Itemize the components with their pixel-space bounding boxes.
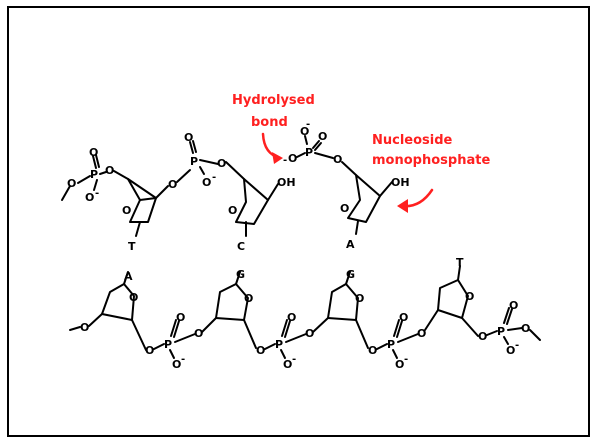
phosphorus-b3: P [387, 338, 395, 351]
bottom-strand: O O A O P O O - O O G O P O O - [69, 256, 541, 371]
annotation-hydrolysed-bond: Hydrolysed bond [232, 93, 315, 164]
phosphorus-b2: P [275, 338, 283, 351]
base-bottom-1: A [124, 270, 133, 283]
atom-o-minus-p2: O [202, 176, 211, 189]
base-top-2: C [237, 240, 245, 253]
annotation-nucleoside-line2: monophosphate [372, 153, 490, 168]
charge-p1: - [95, 188, 99, 199]
atom-o-ester-p2: O [217, 157, 226, 170]
atom-o-double-b4: O [509, 299, 518, 312]
ring-o-top-1: O [122, 204, 131, 217]
charge-p3: - [306, 119, 310, 130]
atom-o-minus-b1: O [172, 358, 181, 371]
hydroxyl-top-3: OH [391, 176, 410, 189]
atom-o-double-b3: O [399, 311, 408, 324]
atom-o-3prime-b4: O [417, 327, 426, 340]
annotation-nucleoside-monophosphate: Nucleoside monophosphate [372, 133, 490, 213]
top-strand: O P O O - O O T O P O O - O O [61, 119, 410, 253]
atom-o-ester-p1: O [105, 164, 114, 177]
phosphorus-b1: P [164, 338, 172, 351]
ring-o-bottom-1: O [129, 291, 138, 304]
base-bottom-2: G [236, 268, 245, 281]
atom-o-ester-p3: O [333, 153, 342, 166]
base-top-1: T [128, 240, 136, 253]
atom-o-minus-b4: O [506, 344, 515, 357]
atom-o-terminal-bottom-right: O [521, 322, 530, 335]
charge-b2: - [292, 354, 296, 365]
atom-o-ester-b1: O [145, 344, 154, 357]
atom-o-3prime-1: O [168, 178, 177, 191]
atom-o-minus-b3: O [395, 358, 404, 371]
hydroxyl-top-2: OH [277, 176, 296, 189]
base-bottom-4: T [456, 256, 464, 269]
annotation-hydrolysed-line2: bond [251, 115, 288, 130]
ring-o-bottom-2: O [244, 292, 253, 305]
atom-o-double-p3: O [318, 130, 327, 143]
charge-b3: - [404, 354, 408, 365]
annotation-nucleoside-line1: Nucleoside [372, 133, 453, 148]
atom-o-ester-b2: O [256, 344, 265, 357]
ring-o-bottom-3: O [355, 292, 364, 305]
atom-o-terminal-top: O [67, 177, 76, 190]
atom-o-terminal-bottom-left: O [80, 321, 89, 334]
diagram-frame [7, 6, 590, 437]
ring-o-top-2: O [228, 204, 237, 217]
charge-b1: - [181, 354, 185, 365]
phosphorus-3: P [305, 146, 313, 159]
atom-o-ester-b3: O [368, 344, 377, 357]
ring-o-bottom-4: O [465, 290, 474, 303]
atom-o-3prime-b3: O [305, 327, 314, 340]
charge-p2: - [212, 172, 216, 183]
charge-free-o: - [283, 155, 287, 166]
atom-o-minus-p3: O [300, 125, 309, 138]
atom-o-double-b1: O [176, 311, 185, 324]
atom-o-ester-b4: O [478, 330, 487, 343]
base-top-3: A [346, 238, 355, 251]
annotation-hydrolysed-line1: Hydrolysed [232, 93, 315, 108]
phosphorus-b4: P [497, 325, 505, 338]
atom-o-free: O [288, 152, 297, 165]
phosphorus-2: P [190, 155, 198, 168]
atom-o-double-b2: O [287, 311, 296, 324]
phosphorus-1: P [90, 168, 98, 181]
atom-o-3prime-b2: O [194, 327, 203, 340]
atom-o-double-p1: O [89, 146, 98, 159]
ring-o-top-3: O [340, 202, 349, 215]
base-bottom-3: G [346, 268, 355, 281]
atom-o-minus-p1: O [85, 191, 94, 204]
atom-o-minus-b2: O [283, 358, 292, 371]
atom-o-double-p2: O [184, 131, 193, 144]
charge-b4: - [515, 340, 519, 351]
